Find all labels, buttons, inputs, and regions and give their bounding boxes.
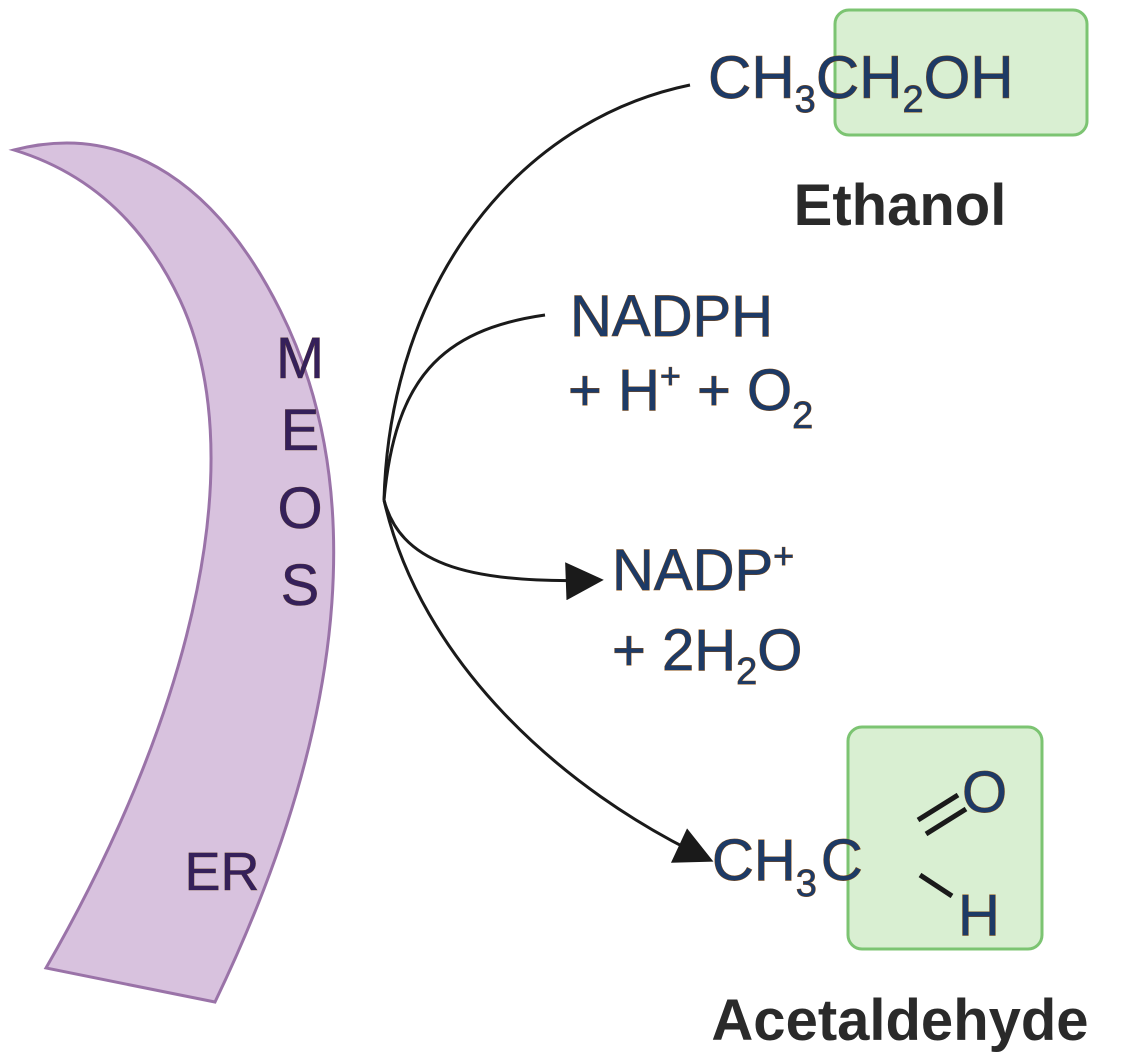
acetaldehyde-name: Acetaldehyde	[711, 988, 1088, 1053]
acetaldehyde-highlight-box	[846, 725, 1044, 951]
acetaldehyde-hydrogen: H	[958, 883, 1000, 948]
ethanol-highlight-box	[833, 8, 1089, 137]
carbonyl-bond-lower	[924, 806, 968, 837]
ethanol-formula: CH3CH2OH	[708, 44, 1014, 121]
acetaldehyde-oxygen: O	[962, 760, 1007, 825]
meos-letter-e: E	[281, 398, 320, 463]
nadp-label: NADP+	[612, 535, 794, 603]
carbonyl-bond-upper	[916, 792, 960, 823]
meos-letter-m: M	[276, 326, 324, 391]
ethanol-input-curve	[382, 83, 691, 501]
er-membrane-inner	[8, 141, 336, 1004]
acetaldehyde-output-arrow	[382, 499, 714, 863]
meos-letter-s: S	[281, 553, 320, 618]
acetaldehyde-formula: CH3C	[712, 828, 863, 905]
meos-letter-o: O	[277, 476, 322, 541]
water-label: + 2H2O	[612, 618, 802, 693]
aldehyde-h-bond	[918, 872, 954, 899]
nadph-label: NADPH	[570, 284, 773, 349]
ethanol-name: Ethanol	[794, 173, 1007, 238]
er-label: ER	[184, 842, 259, 902]
nadp-output-arrow	[382, 499, 604, 601]
nadph-cofactors: + H+ + O2	[568, 355, 813, 437]
nadph-input-curve	[382, 313, 546, 501]
